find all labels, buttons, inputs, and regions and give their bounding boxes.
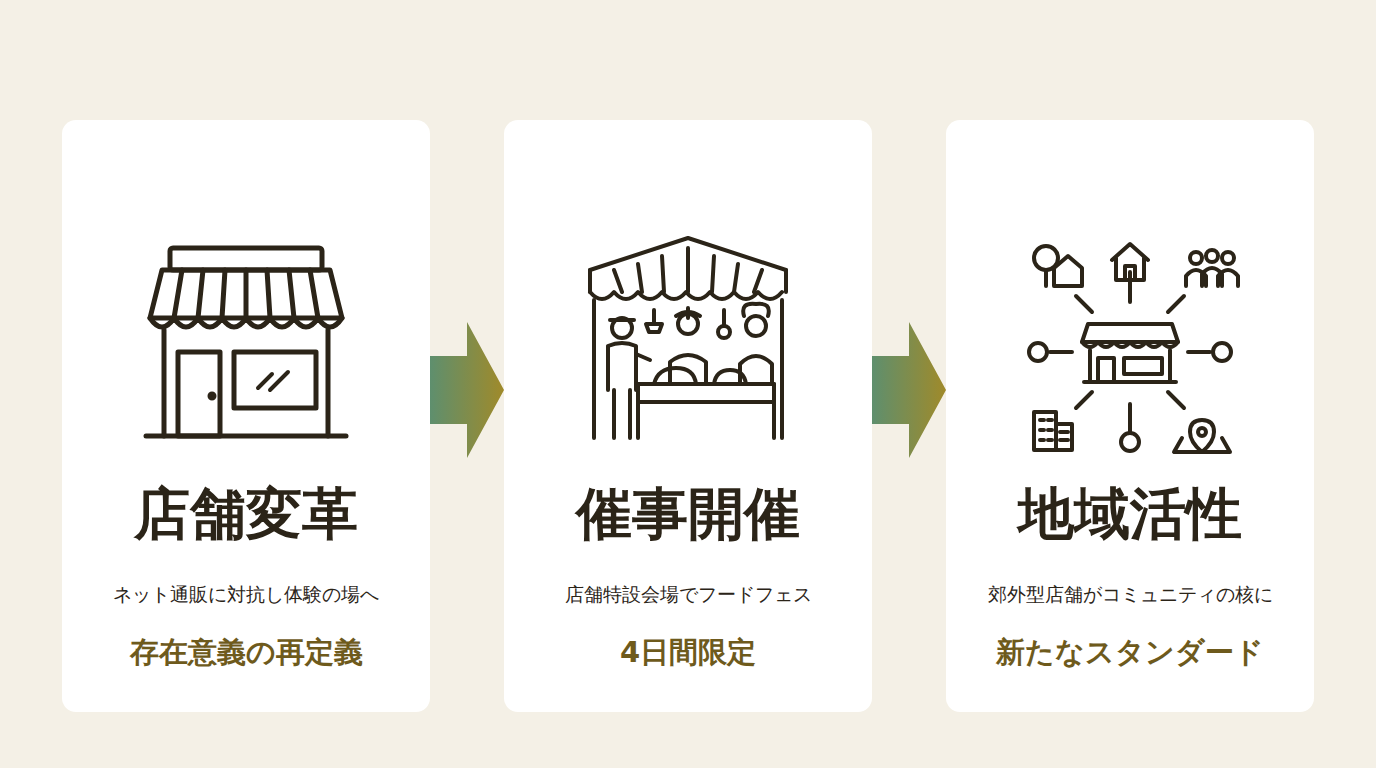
community-network-icon: [946, 120, 1314, 712]
card-highlight: 新たなスタンダード: [946, 634, 1314, 672]
flow-arrow: [430, 322, 504, 458]
food-stall-icon: [504, 120, 872, 712]
card-subtitle: ネット通販に対抗し体験の場へ: [62, 582, 430, 607]
card-title: 店舗変革: [62, 480, 430, 547]
card-title: 地域活性: [946, 480, 1314, 547]
step-card: 地域活性郊外型店舗がコミュニティの核に新たなスタンダード: [946, 120, 1314, 712]
card-subtitle: 郊外型店舗がコミュニティの核に: [946, 582, 1314, 607]
step-card: 催事開催店舗特設会場でフードフェス 4日間限定: [504, 120, 872, 712]
card-title: 催事開催: [504, 480, 872, 547]
card-subtitle: 店舗特設会場でフードフェス: [504, 582, 872, 607]
storefront-icon: [62, 120, 430, 712]
card-highlight: 4日間限定: [504, 634, 872, 672]
card-highlight: 存在意義の再定義: [62, 634, 430, 672]
flow-arrow: [872, 322, 946, 458]
step-card: 店舗変革ネット通販に対抗し体験の場へ存在意義の再定義: [62, 120, 430, 712]
